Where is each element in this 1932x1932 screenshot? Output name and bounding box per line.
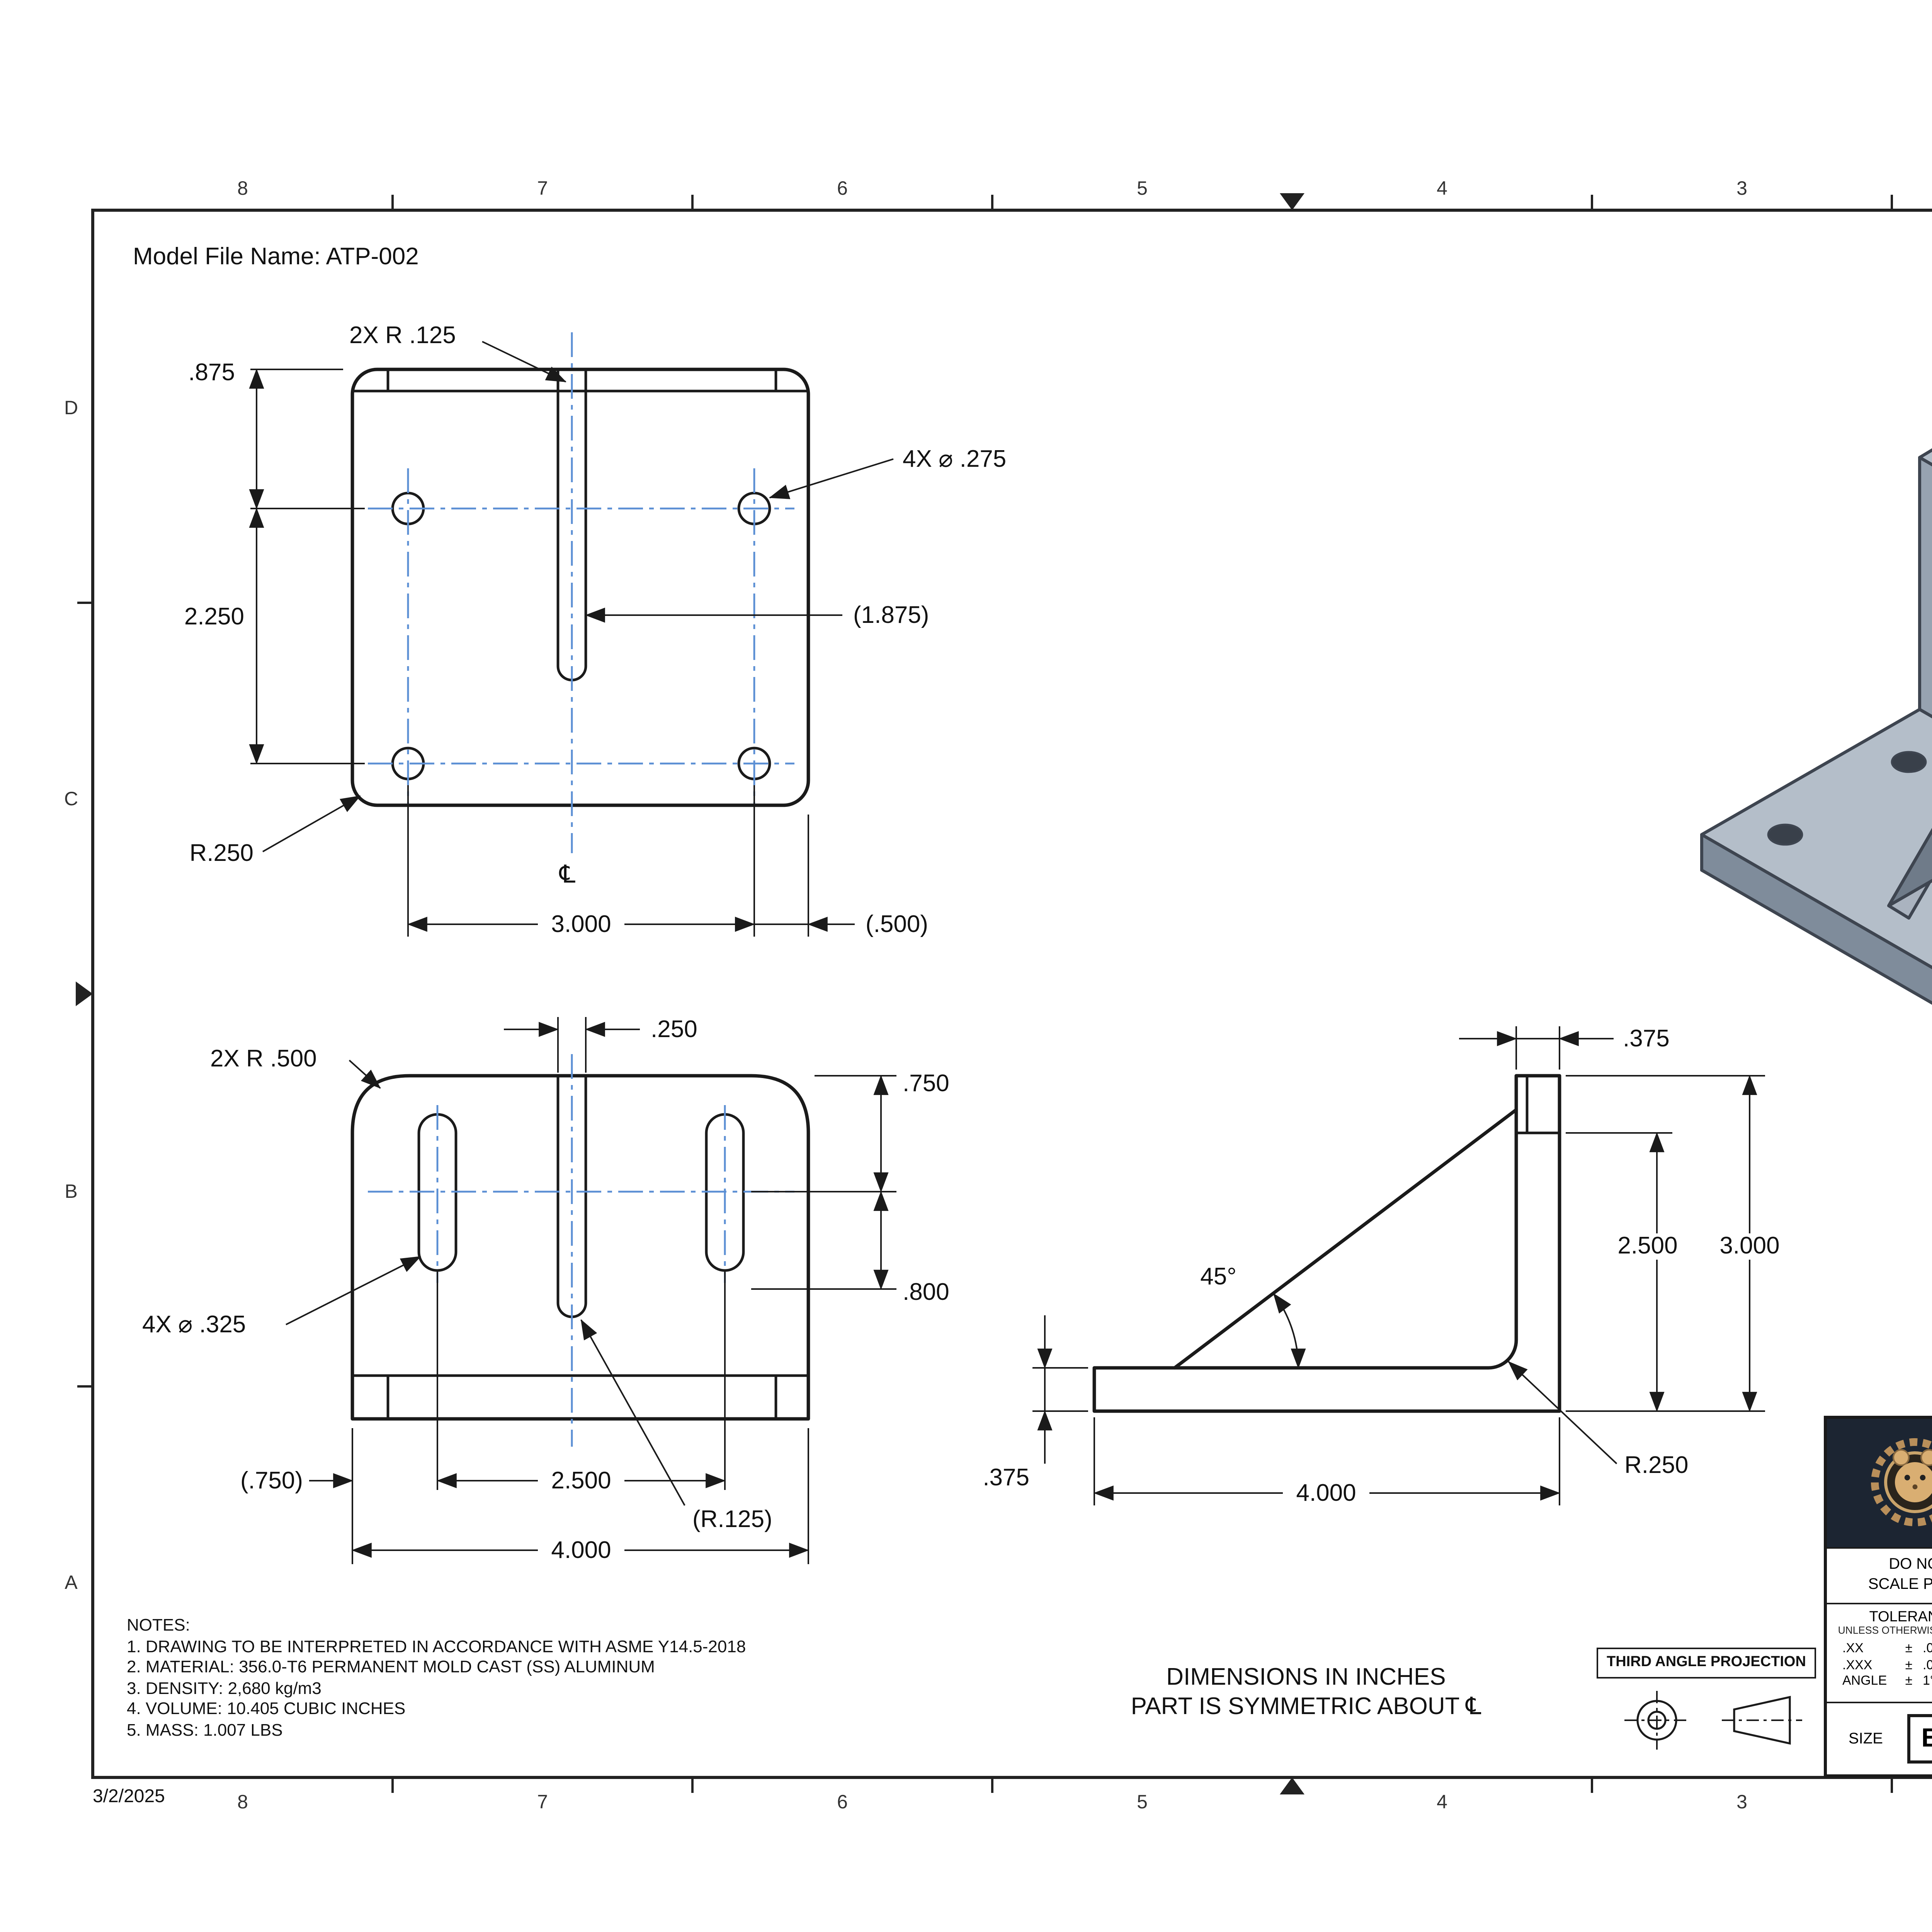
- notes-block: NOTES: 1. DRAWING TO BE INTERPRETED IN A…: [127, 1617, 746, 1742]
- zone-col: 6: [837, 1791, 848, 1813]
- hamster-gear-logo-icon: [1871, 1438, 1932, 1526]
- zone-col: 3: [1736, 177, 1747, 199]
- zone-col: 4: [1437, 1791, 1447, 1813]
- dim-fillet: R.250: [1624, 1452, 1688, 1478]
- top-view: .875 2.250 2X R .125 4X ⌀ .275 (1.875) R…: [184, 322, 1006, 938]
- note-item: 1. DRAWING TO BE INTERPRETED IN ACCORDAN…: [127, 1638, 746, 1656]
- dim-height-3000: 3.000: [1719, 1232, 1779, 1259]
- zone-row: B: [65, 1180, 77, 1202]
- tol-value: .005: [1923, 1656, 1932, 1672]
- zone-labels: 8 7 6 5 4 3 2 1 8 7 6 5 4 3 2 1 D C B A …: [64, 177, 1747, 1813]
- dim-ref-length: (1.875): [853, 602, 929, 628]
- size-label: SIZE: [1849, 1730, 1883, 1747]
- center-marks: [76, 193, 1304, 1794]
- do-not-scale-line2: SCALE PRINT: [1868, 1576, 1932, 1593]
- dim-hole-pitch-h: 3.000: [551, 911, 611, 937]
- zone-row: A: [65, 1571, 78, 1593]
- tol-label: .XX: [1842, 1640, 1864, 1655]
- notes-title: NOTES:: [127, 1617, 190, 1635]
- tolerance-row: .XXX ± .005: [1827, 1656, 1932, 1672]
- company-logo: [1827, 1419, 1932, 1549]
- print-date: 3/2/2025: [93, 1785, 165, 1807]
- dim-offset-800: .800: [903, 1279, 949, 1305]
- general-note-line1: DIMENSIONS IN INCHES: [1166, 1665, 1446, 1691]
- dim-hole-dia: 4X ⌀ .275: [903, 446, 1006, 472]
- tol-pm: ±: [1905, 1672, 1913, 1688]
- size-value: B: [1907, 1714, 1932, 1764]
- zone-col: 3: [1736, 1791, 1747, 1813]
- dim-length: 4.000: [1296, 1480, 1356, 1506]
- isometric-view: [1700, 448, 1932, 1005]
- centerlines: [368, 332, 794, 853]
- zone-row: C: [64, 788, 78, 810]
- dim-height-2500: 2.500: [1617, 1232, 1677, 1259]
- dim-corner-radius: 2X R .500: [210, 1045, 317, 1072]
- dim-edge-offset: .875: [188, 359, 235, 386]
- dim-corner-radius: R.250: [190, 840, 253, 866]
- projection-label: THIRD ANGLE PROJECTION: [1597, 1648, 1816, 1679]
- tol-label: ANGLE: [1842, 1672, 1887, 1688]
- do-not-scale-line1: DO NOT: [1889, 1556, 1932, 1573]
- model-file-name: Model File Name: ATP-002: [133, 244, 419, 270]
- tolerance-block: TOLERANCES UNLESS OTHERWISE SPECIFIED .X…: [1827, 1604, 1932, 1703]
- zone-col: 7: [537, 1791, 548, 1813]
- dim-angle: 45°: [1200, 1263, 1236, 1290]
- tolerance-row: ANGLE ± 1°: [1827, 1672, 1932, 1689]
- note-item: 2. MATERIAL: 356.0-T6 PERMANENT MOLD CAS…: [127, 1658, 655, 1677]
- zone-col: 5: [1137, 1791, 1148, 1813]
- side-view: .375 45° 2.500 3.000 .375 4.000 R.250: [983, 1025, 1793, 1507]
- tol-value: .01: [1923, 1640, 1932, 1655]
- do-not-scale-note: DO NOT SCALE PRINT: [1827, 1549, 1932, 1604]
- zone-col: 5: [1137, 177, 1148, 199]
- zone-col: 7: [537, 177, 548, 199]
- sheet-border: [76, 193, 1932, 1794]
- tol-pm: ±: [1905, 1656, 1913, 1672]
- dim-ref-offset: (.500): [866, 911, 928, 937]
- dim-ref-offset: (.750): [240, 1467, 303, 1494]
- tol-pm: ±: [1905, 1640, 1913, 1655]
- note-item: 3. DENSITY: 2,680 kg/m3: [127, 1679, 321, 1698]
- zone-col: 6: [837, 177, 848, 199]
- dim-hole-pitch-v: 2.250: [184, 603, 244, 630]
- front-view: 2X R .500 .250 .750 .800 4X ⌀ .325 (.750…: [142, 1016, 949, 1564]
- dim-slot-pitch: 2.500: [551, 1467, 611, 1494]
- top-view-dims: [249, 341, 894, 937]
- zone-col: 8: [237, 177, 248, 199]
- centerlines: [368, 1054, 794, 1447]
- side-view-dims: [1032, 1026, 1765, 1505]
- zone-col: 8: [237, 1791, 248, 1813]
- centerline-symbol: ℄: [559, 860, 575, 888]
- tolerances-title: TOLERANCES: [1869, 1609, 1932, 1626]
- dim-wall-thickness: .375: [1623, 1025, 1670, 1052]
- dim-width: 4.000: [551, 1537, 611, 1563]
- dim-slot-radius: 2X R .125: [349, 322, 456, 349]
- zone-col: 4: [1437, 177, 1447, 199]
- dim-slot-width: .250: [651, 1016, 697, 1043]
- tolerances-subtitle: UNLESS OTHERWISE SPECIFIED: [1838, 1626, 1932, 1637]
- tolerance-row: .XX ± .01: [1827, 1640, 1932, 1656]
- zone-row: D: [64, 397, 78, 418]
- dim-offset-750: .750: [903, 1070, 949, 1097]
- dim-slot-end-radius: (R.125): [692, 1506, 772, 1532]
- general-note: DIMENSIONS IN INCHES PART IS SYMMETRIC A…: [1066, 1663, 1546, 1722]
- projection-symbol: [1624, 1691, 1802, 1750]
- note-item: 4. VOLUME: 10.405 CUBIC INCHES: [127, 1700, 406, 1719]
- general-note-line2: PART IS SYMMETRIC ABOUT ℄: [1131, 1694, 1481, 1720]
- tol-value: 1°: [1923, 1672, 1932, 1688]
- title-block: Agile Academy agile-academy.tech DO NOT …: [1824, 1416, 1932, 1777]
- dim-slot-dia: 4X ⌀ .325: [142, 1311, 246, 1338]
- front-view-dims: [286, 1017, 896, 1564]
- dim-base-thickness: .375: [983, 1464, 1029, 1491]
- size-cell: SIZE B: [1827, 1703, 1932, 1774]
- note-item: 5. MASS: 1.007 LBS: [127, 1721, 283, 1740]
- tol-label: .XXX: [1842, 1656, 1872, 1672]
